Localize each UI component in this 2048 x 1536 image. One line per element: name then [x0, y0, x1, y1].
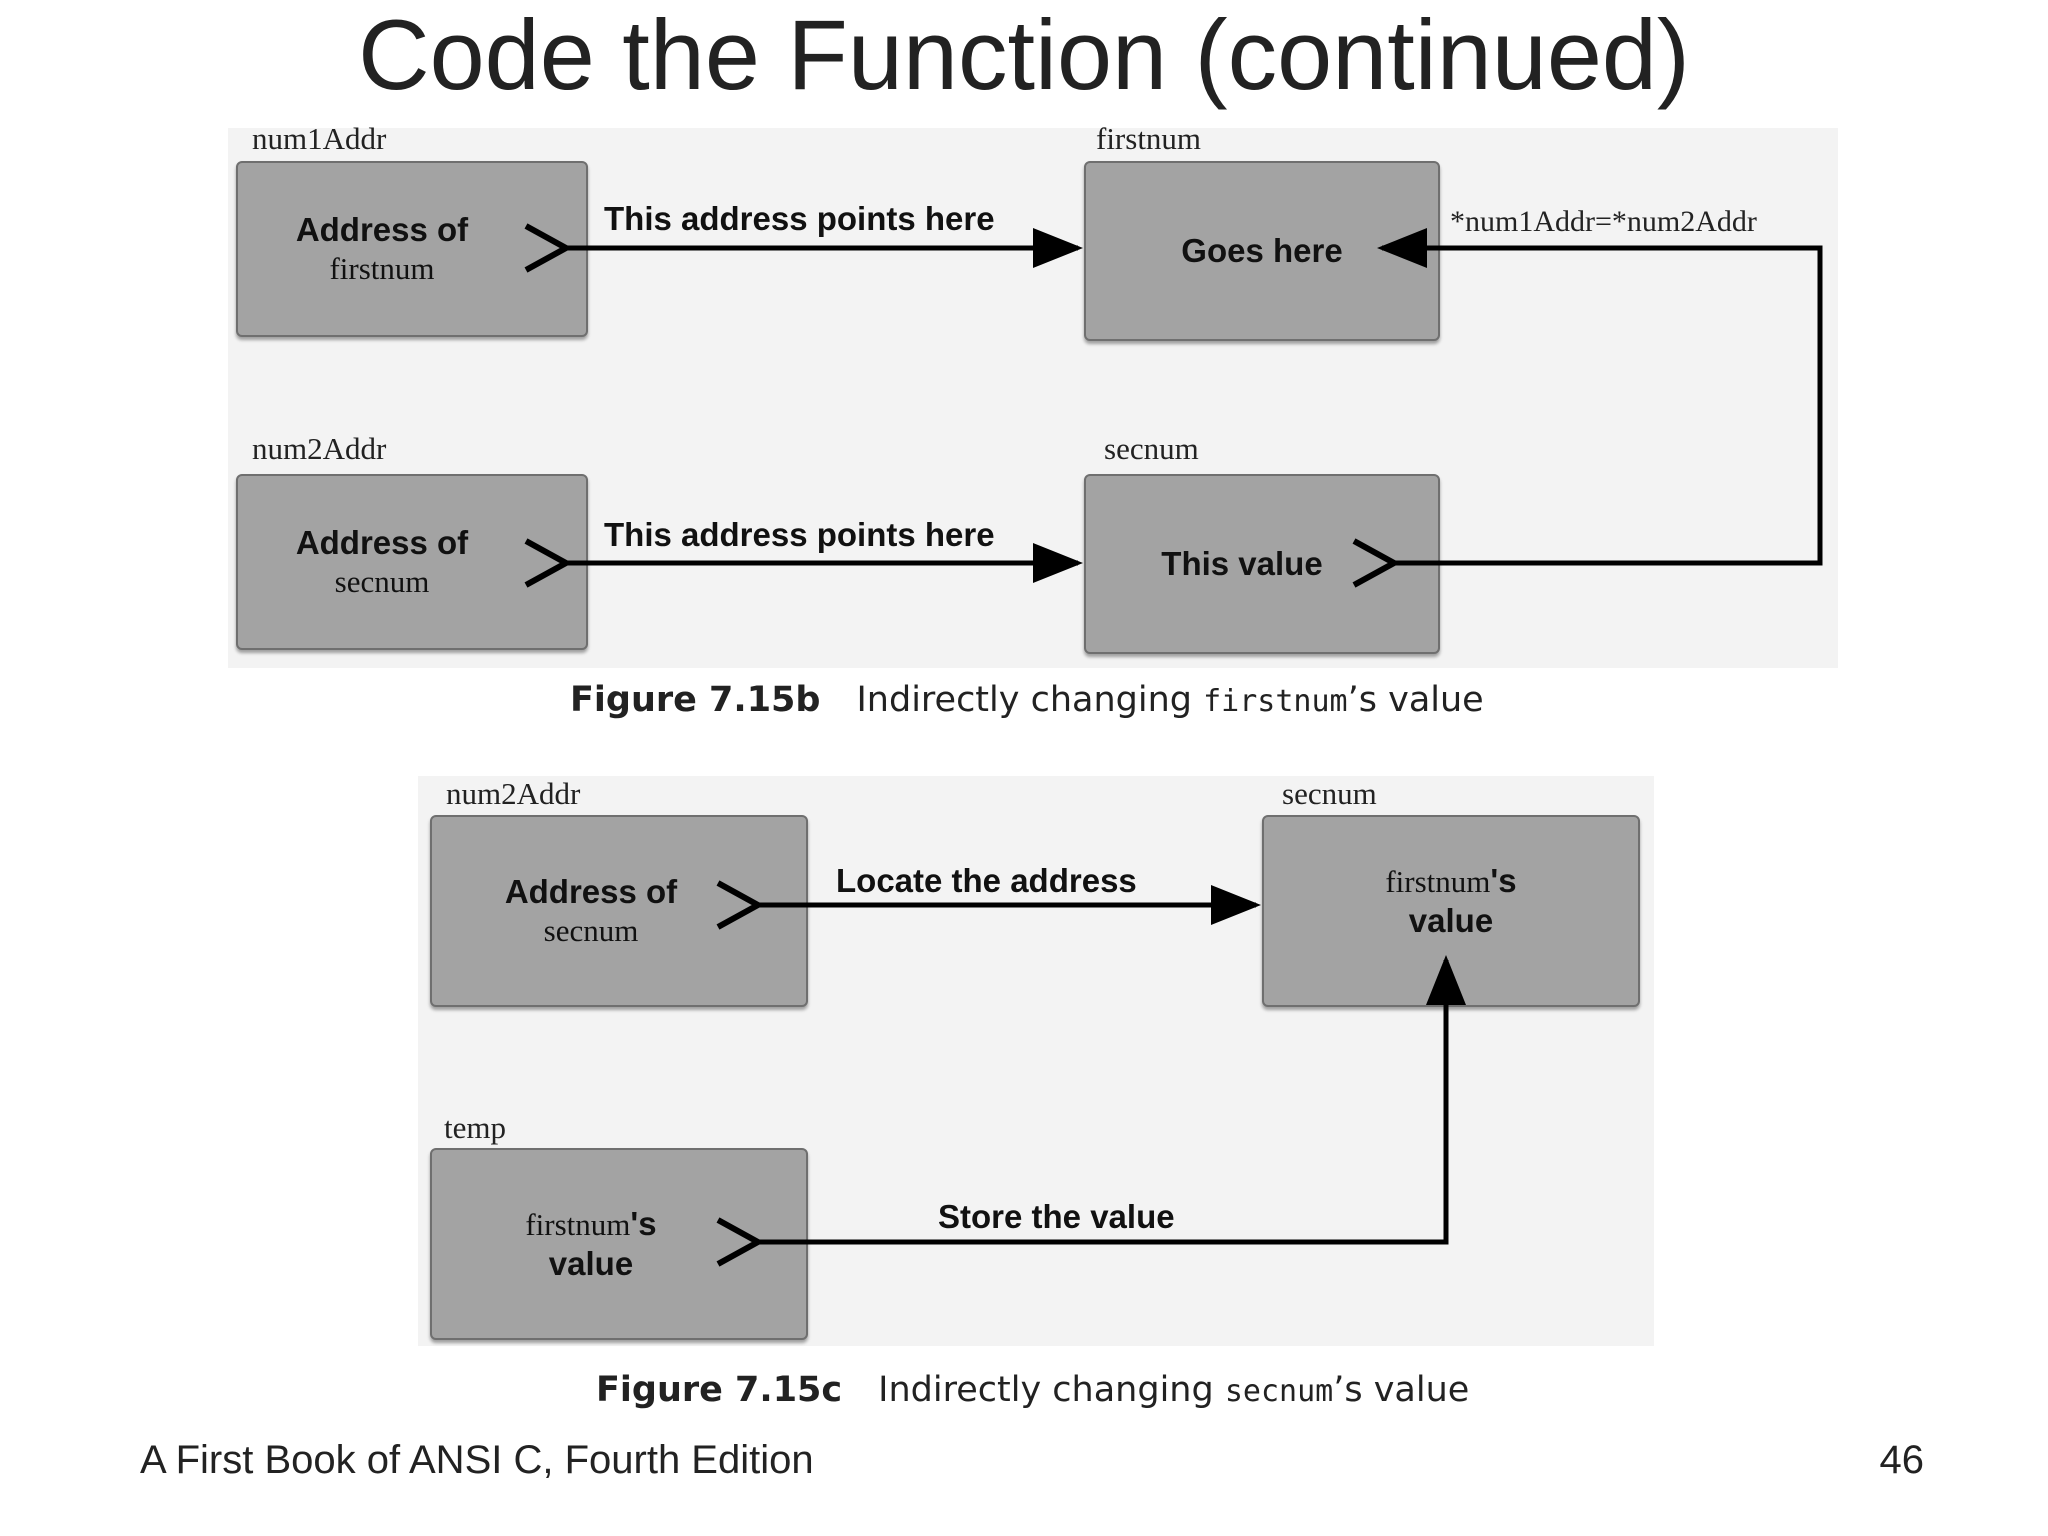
caption-figure-b-suffix: ’s value [1347, 680, 1484, 720]
box-num1addr-line1: Address of [295, 211, 469, 248]
box-num2addr-c-line2: secnum [543, 913, 639, 948]
label-secnum: secnum [1104, 431, 1199, 466]
value-chevron-temp [716, 1217, 765, 1267]
box-secnum-c-line2: value [1408, 902, 1494, 939]
caption-figure-c-code: secnum [1224, 1374, 1334, 1409]
arrow-label-store: Store the value [938, 1198, 1175, 1235]
box-temp-line1-serif: firstnum [525, 1207, 631, 1242]
arrow-secnum-to-firstnum [1377, 228, 1823, 566]
page-number: 46 [1879, 1438, 1925, 1482]
box-temp-line2: value [548, 1245, 634, 1282]
box-temp: firstnum's value [430, 1148, 808, 1340]
caption-figure-b: Figure 7.15b Indirectly changing firstnum… [570, 680, 1484, 720]
arrow-label-assign: *num1Addr=*num2Addr [1450, 205, 1757, 238]
label-num1addr: num1Addr [252, 121, 387, 156]
pointer-chevron-num1addr [524, 223, 573, 273]
caption-figure-b-number: Figure 7.15b [570, 680, 821, 720]
caption-figure-c-text: Indirectly changing [878, 1370, 1225, 1410]
box-num1addr-line2: firstnum [329, 251, 435, 286]
caption-figure-c-suffix: ’s value [1333, 1370, 1470, 1410]
pointer-chevron-num2addr [524, 538, 573, 588]
caption-figure-b-text: Indirectly changing [856, 680, 1204, 720]
value-chevron-secnum [1352, 538, 1401, 588]
arrow-store-value [758, 955, 1466, 1245]
box-temp-line1-bold: 's [630, 1205, 657, 1242]
label-firstnum: firstnum [1096, 121, 1202, 156]
slide-title: Code the Function (continued) [358, 0, 1690, 110]
box-num2addr-line2: secnum [334, 564, 430, 599]
label-secnum-c: secnum [1282, 776, 1377, 811]
caption-figure-c-number: Figure 7.15c [596, 1370, 843, 1410]
footer-book-title: A First Book of ANSI C, Fourth Edition [140, 1438, 814, 1482]
box-secnum: This value [1084, 474, 1440, 654]
arrow-label-bottom: This address points here [604, 516, 995, 553]
pointer-chevron-num2addr-c [716, 880, 765, 930]
box-secnum-c-line1-serif: firstnum [1385, 864, 1491, 899]
caption-figure-c: Figure 7.15c Indirectly changing secnum’s… [596, 1370, 1469, 1410]
box-secnum-text: This value [1161, 545, 1323, 582]
caption-figure-b-code: firstnum [1203, 684, 1348, 719]
box-num1addr: Address of firstnum [236, 161, 588, 337]
arrow-label-locate: Locate the address [836, 862, 1137, 899]
box-num2addr: Address of secnum [236, 474, 588, 650]
box-secnum-c-line1-bold: 's [1490, 862, 1517, 899]
box-num2addr-c-line1: Address of [504, 873, 678, 910]
label-num2addr: num2Addr [252, 431, 387, 466]
label-temp: temp [444, 1110, 506, 1145]
box-num2addr-line1: Address of [295, 524, 469, 561]
arrow-label-top: This address points here [604, 200, 995, 237]
box-firstnum-text: Goes here [1181, 232, 1343, 269]
label-num2addr-c: num2Addr [446, 776, 581, 811]
